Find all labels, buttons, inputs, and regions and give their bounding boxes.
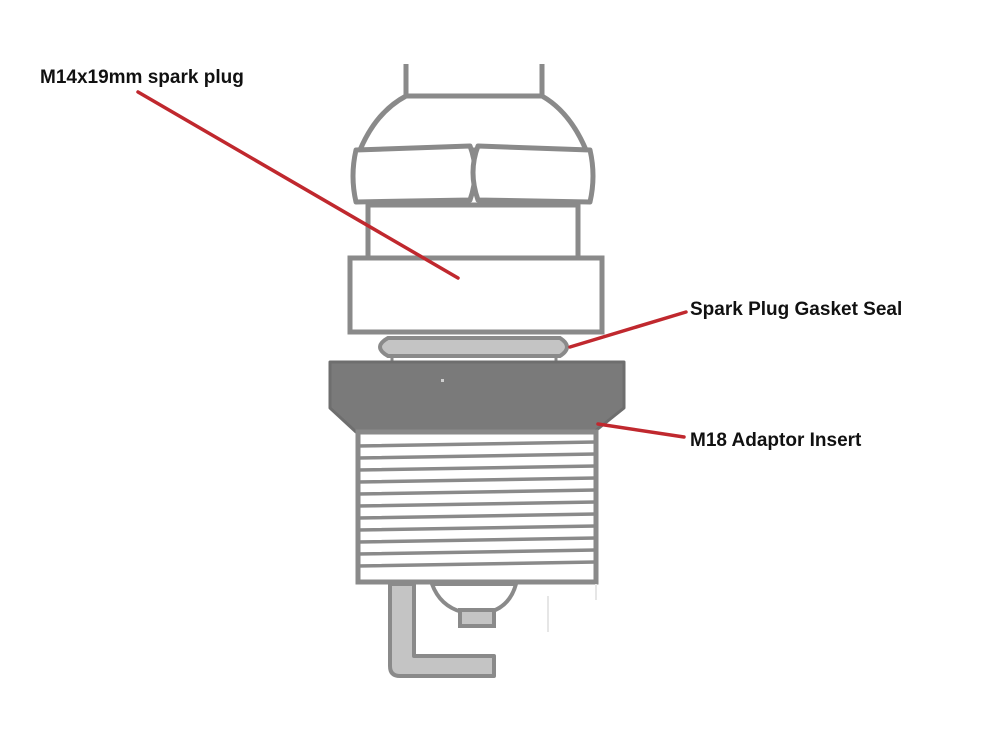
center-electrode: [458, 608, 496, 628]
gasket-seal: [378, 336, 569, 358]
label-spark-plug: M14x19mm spark plug: [40, 67, 244, 88]
label-gasket-seal: Spark Plug Gasket Seal: [690, 299, 903, 320]
insert-highlight-dot: [441, 379, 444, 382]
plug-upper-body: [365, 202, 581, 262]
ground-electrode: [388, 582, 496, 678]
plug-lower-body: [347, 255, 605, 335]
leader-lines: [136, 90, 688, 439]
plug-dome: [357, 93, 589, 153]
plug-hex-nut: [350, 143, 596, 205]
threaded-section: [355, 429, 599, 585]
leader-line-spark-plug: [136, 90, 460, 280]
adaptor-insert: [328, 360, 626, 434]
leader-line-insert: [596, 422, 686, 439]
leader-line-gasket: [568, 310, 688, 349]
label-adaptor-insert: M18 Adaptor Insert: [690, 430, 862, 451]
terminal-top: [403, 64, 545, 98]
faint-marks: [547, 584, 597, 632]
insulator-tip: [429, 582, 519, 614]
